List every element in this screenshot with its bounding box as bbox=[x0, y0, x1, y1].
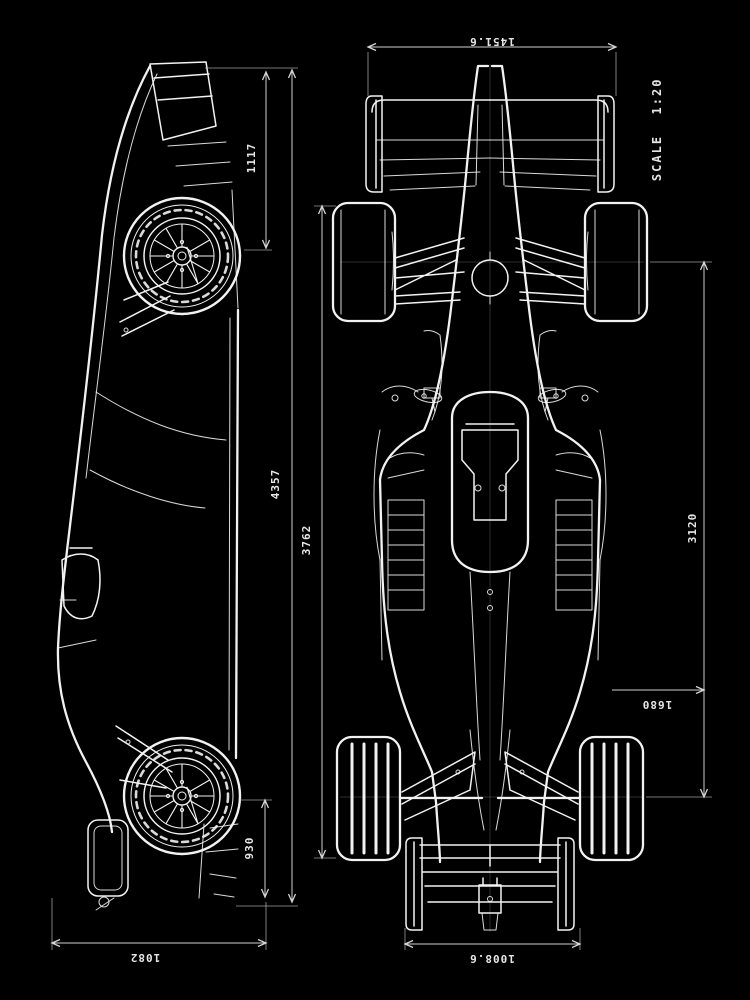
body-inner-line bbox=[85, 73, 158, 479]
body-top-line bbox=[56, 64, 152, 834]
scale-note: SCALE 1:20 bbox=[650, 78, 664, 182]
side-view bbox=[56, 61, 242, 911]
pivot-dot-rear bbox=[123, 327, 129, 333]
dimension-front-wing-width: 1451.6 bbox=[366, 35, 618, 96]
scale-value: 1:20 bbox=[650, 78, 664, 115]
dim-label-front-axle-height: 930 bbox=[243, 837, 256, 860]
pivot-dot-front bbox=[125, 739, 131, 745]
dim-label-mid-length: 3762 bbox=[300, 525, 313, 556]
top-view-half bbox=[475, 64, 649, 931]
dimension-front-axle-height: 930 bbox=[240, 798, 272, 899]
dim-label-front-overhang: 1082 bbox=[130, 951, 161, 964]
nose-pod-side bbox=[87, 819, 129, 911]
front-wing-side bbox=[198, 823, 239, 899]
dimension-rear-wing-height: 1117 bbox=[244, 70, 272, 251]
rollhoop-side bbox=[57, 599, 97, 649]
dim-label-overall-length: 4357 bbox=[269, 469, 282, 500]
dimension-overall-length: 4357 bbox=[205, 67, 298, 907]
cockpit-top bbox=[450, 390, 530, 611]
sidepod-side bbox=[89, 391, 227, 509]
dim-label-front-wing-width: 1451.6 bbox=[469, 35, 515, 48]
dimension-front-overhang: 1082 bbox=[50, 898, 268, 964]
dim-label-rear-wing-height: 1117 bbox=[245, 143, 258, 174]
dim-label-rear-detail: 1680 bbox=[642, 698, 673, 711]
rear-suspension-side bbox=[119, 281, 175, 337]
dim-label-rear-wing-width: 1008.6 bbox=[469, 952, 515, 965]
rear-wing-endplate-side bbox=[149, 61, 217, 141]
floor-line bbox=[234, 308, 240, 760]
dimension-mid-length: 3762 bbox=[300, 204, 336, 860]
rear-lower-wing-side bbox=[167, 141, 239, 309]
dimension-rear-wing-width: 1008.6 bbox=[403, 928, 582, 965]
rear-wing-top bbox=[419, 844, 561, 931]
floor-inner-line bbox=[228, 317, 231, 751]
dim-label-wheelbase: 3120 bbox=[686, 513, 699, 544]
cockpit-side bbox=[61, 547, 101, 620]
scale-label: SCALE bbox=[650, 135, 664, 181]
dimension-wheelbase: 3120 bbox=[646, 260, 712, 799]
dimension-rear-detail: 1680 bbox=[612, 685, 706, 711]
top-view bbox=[331, 64, 649, 932]
